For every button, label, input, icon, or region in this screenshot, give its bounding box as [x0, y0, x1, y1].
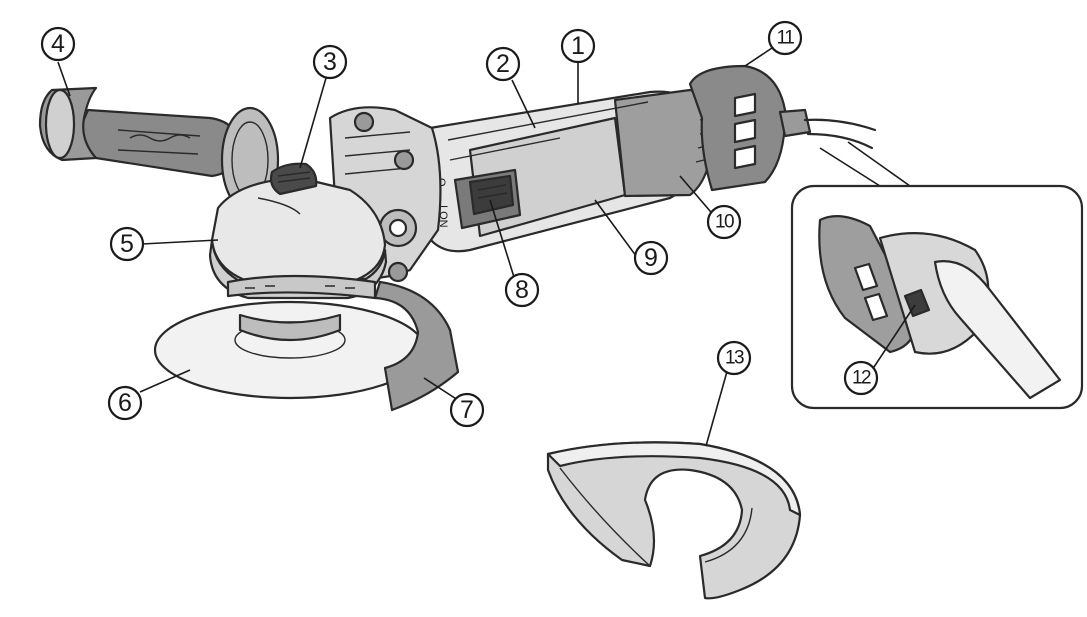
- callout-13-number: 13: [725, 348, 744, 369]
- callout-9: 9: [633, 240, 669, 276]
- callout-10: 10: [706, 204, 742, 240]
- tail-cap: [688, 64, 812, 192]
- spindle-lock: [269, 162, 318, 196]
- callout-7-number: 7: [460, 396, 474, 424]
- callout-11: 11: [767, 20, 803, 56]
- callout-8-number: 8: [515, 276, 529, 304]
- callout-13: 13: [716, 340, 752, 376]
- wheel-guard: [226, 274, 460, 412]
- cord-detail-inset: [790, 141, 1084, 410]
- callout-1-number: 1: [571, 32, 585, 60]
- power-cord: [803, 118, 877, 150]
- callout-5: 5: [109, 226, 145, 262]
- callout-6-number: 6: [118, 389, 132, 417]
- callout-8: 8: [504, 272, 540, 308]
- leader-lines: [57, 47, 916, 447]
- callout-6: 6: [107, 385, 143, 421]
- callout-2-number: 2: [496, 50, 510, 78]
- callout-3-number: 3: [323, 48, 337, 76]
- callout-10-number: 10: [715, 212, 734, 233]
- callout-7: 7: [449, 392, 485, 428]
- callout-4-number: 4: [51, 30, 65, 58]
- callout-9-number: 9: [644, 244, 658, 272]
- callout-1: 1: [560, 28, 596, 64]
- callout-2: 2: [485, 46, 521, 82]
- callout-12: 12: [843, 360, 879, 396]
- callout-4: 4: [40, 26, 76, 62]
- callout-11-number: 11: [777, 28, 795, 49]
- callout-12-number: 12: [852, 368, 871, 389]
- callout-5-number: 5: [120, 230, 134, 258]
- callout-3: 3: [312, 44, 348, 80]
- slide-switch: [453, 168, 522, 230]
- grinding-wheel: [153, 300, 427, 400]
- spare-wheel-guard: [546, 441, 802, 600]
